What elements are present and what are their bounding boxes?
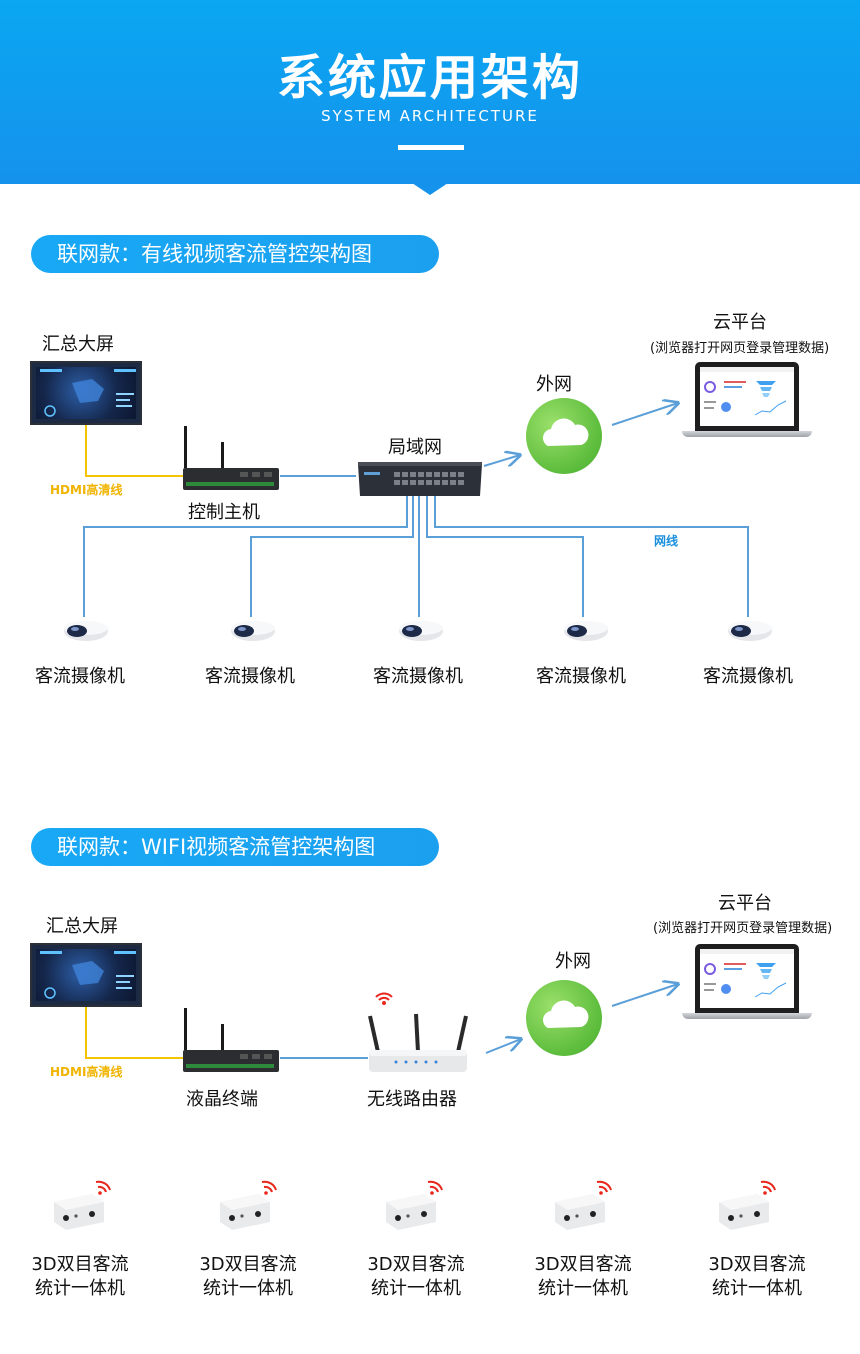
lcd-terminal-label: 液晶终端 — [186, 1089, 258, 1110]
page-title: 系统应用架构 — [276, 50, 583, 106]
device-label-line2: 统计一体机 — [35, 1278, 125, 1299]
wan-label-2: 外网 — [555, 951, 591, 972]
laptop-screen-2 — [695, 944, 799, 1014]
page-subtitle: SYSTEM ARCHITECTURE — [321, 107, 539, 125]
wan-cloud-icon — [526, 980, 602, 1056]
cable-camera-2 — [250, 495, 414, 617]
device-label-line1: 3D双目客流 — [367, 1254, 465, 1275]
control-host-device — [180, 424, 282, 494]
hdmi-cable-1 — [85, 424, 183, 477]
wireless-router-device — [366, 1012, 470, 1074]
header-notch — [412, 183, 448, 195]
cloud-platform-label-2: 云平台 — [718, 893, 772, 914]
binocular-counter-icon — [553, 1176, 617, 1232]
big-screen-label: 汇总大屏 — [42, 334, 114, 355]
wireless-router-label: 无线路由器 — [367, 1089, 457, 1110]
wan-label: 外网 — [536, 374, 572, 395]
camera-label: 客流摄像机 — [35, 666, 125, 687]
device-label-line1: 3D双目客流 — [199, 1254, 297, 1275]
wan-to-cloud-arrow-2 — [611, 984, 678, 1007]
device-label-line1: 3D双目客流 — [534, 1254, 632, 1275]
lan-switch-device — [354, 458, 486, 498]
cable-camera-4 — [426, 495, 584, 617]
device-label-line2: 统计一体机 — [712, 1278, 802, 1299]
cable-camera-5 — [434, 495, 749, 617]
network-cable-label: 网线 — [654, 534, 679, 548]
device-label-line2: 统计一体机 — [371, 1278, 461, 1299]
camera-icon — [398, 617, 444, 645]
binocular-counter-icon — [52, 1176, 116, 1232]
camera-label: 客流摄像机 — [703, 666, 793, 687]
big-screen-display — [30, 361, 142, 425]
cloud-platform-note: (浏览器打开网页登录管理数据) — [650, 341, 830, 356]
laptop-screen — [695, 362, 799, 432]
router-to-wan-arrow — [485, 1039, 521, 1054]
camera-icon — [727, 617, 773, 645]
big-screen-label-2: 汇总大屏 — [46, 916, 118, 937]
device-label-line2: 统计一体机 — [538, 1278, 628, 1299]
cloud-platform-label: 云平台 — [713, 312, 767, 333]
camera-label: 客流摄像机 — [205, 666, 295, 687]
camera-label: 客流摄像机 — [373, 666, 463, 687]
binocular-counter-icon — [218, 1176, 282, 1232]
hdmi-label: HDMI高清线 — [50, 483, 123, 497]
wifi-signal-icon — [374, 990, 394, 1006]
section2-heading: 联网款：WIFI视频客流管控架构图 — [31, 828, 439, 866]
hdmi-cable-2 — [85, 1006, 183, 1059]
device-label-line2: 统计一体机 — [203, 1278, 293, 1299]
laptop-base — [682, 431, 812, 437]
binocular-counter-icon — [717, 1176, 781, 1232]
lan-label: 局域网 — [388, 437, 442, 458]
header-banner — [0, 0, 860, 184]
wan-cloud-icon — [526, 398, 602, 474]
camera-icon — [563, 617, 609, 645]
hdmi-label-2: HDMI高清线 — [50, 1065, 123, 1079]
big-screen-display-2 — [30, 943, 142, 1007]
device-label-line1: 3D双目客流 — [31, 1254, 129, 1275]
camera-label: 客流摄像机 — [536, 666, 626, 687]
camera-icon — [63, 617, 109, 645]
camera-icon — [230, 617, 276, 645]
section1-heading: 联网款：有线视频客流管控架构图 — [31, 235, 439, 273]
lcd-terminal-device — [180, 1006, 282, 1076]
binocular-counter-icon — [384, 1176, 448, 1232]
laptop-base-2 — [682, 1013, 812, 1019]
control-host-label: 控制主机 — [188, 502, 260, 523]
wan-to-cloud-arrow — [611, 403, 678, 426]
lan-to-wan-arrow — [483, 455, 520, 467]
cloud-platform-note-2: (浏览器打开网页登录管理数据) — [653, 921, 833, 936]
device-label-line1: 3D双目客流 — [708, 1254, 806, 1275]
title-underline — [398, 145, 464, 150]
